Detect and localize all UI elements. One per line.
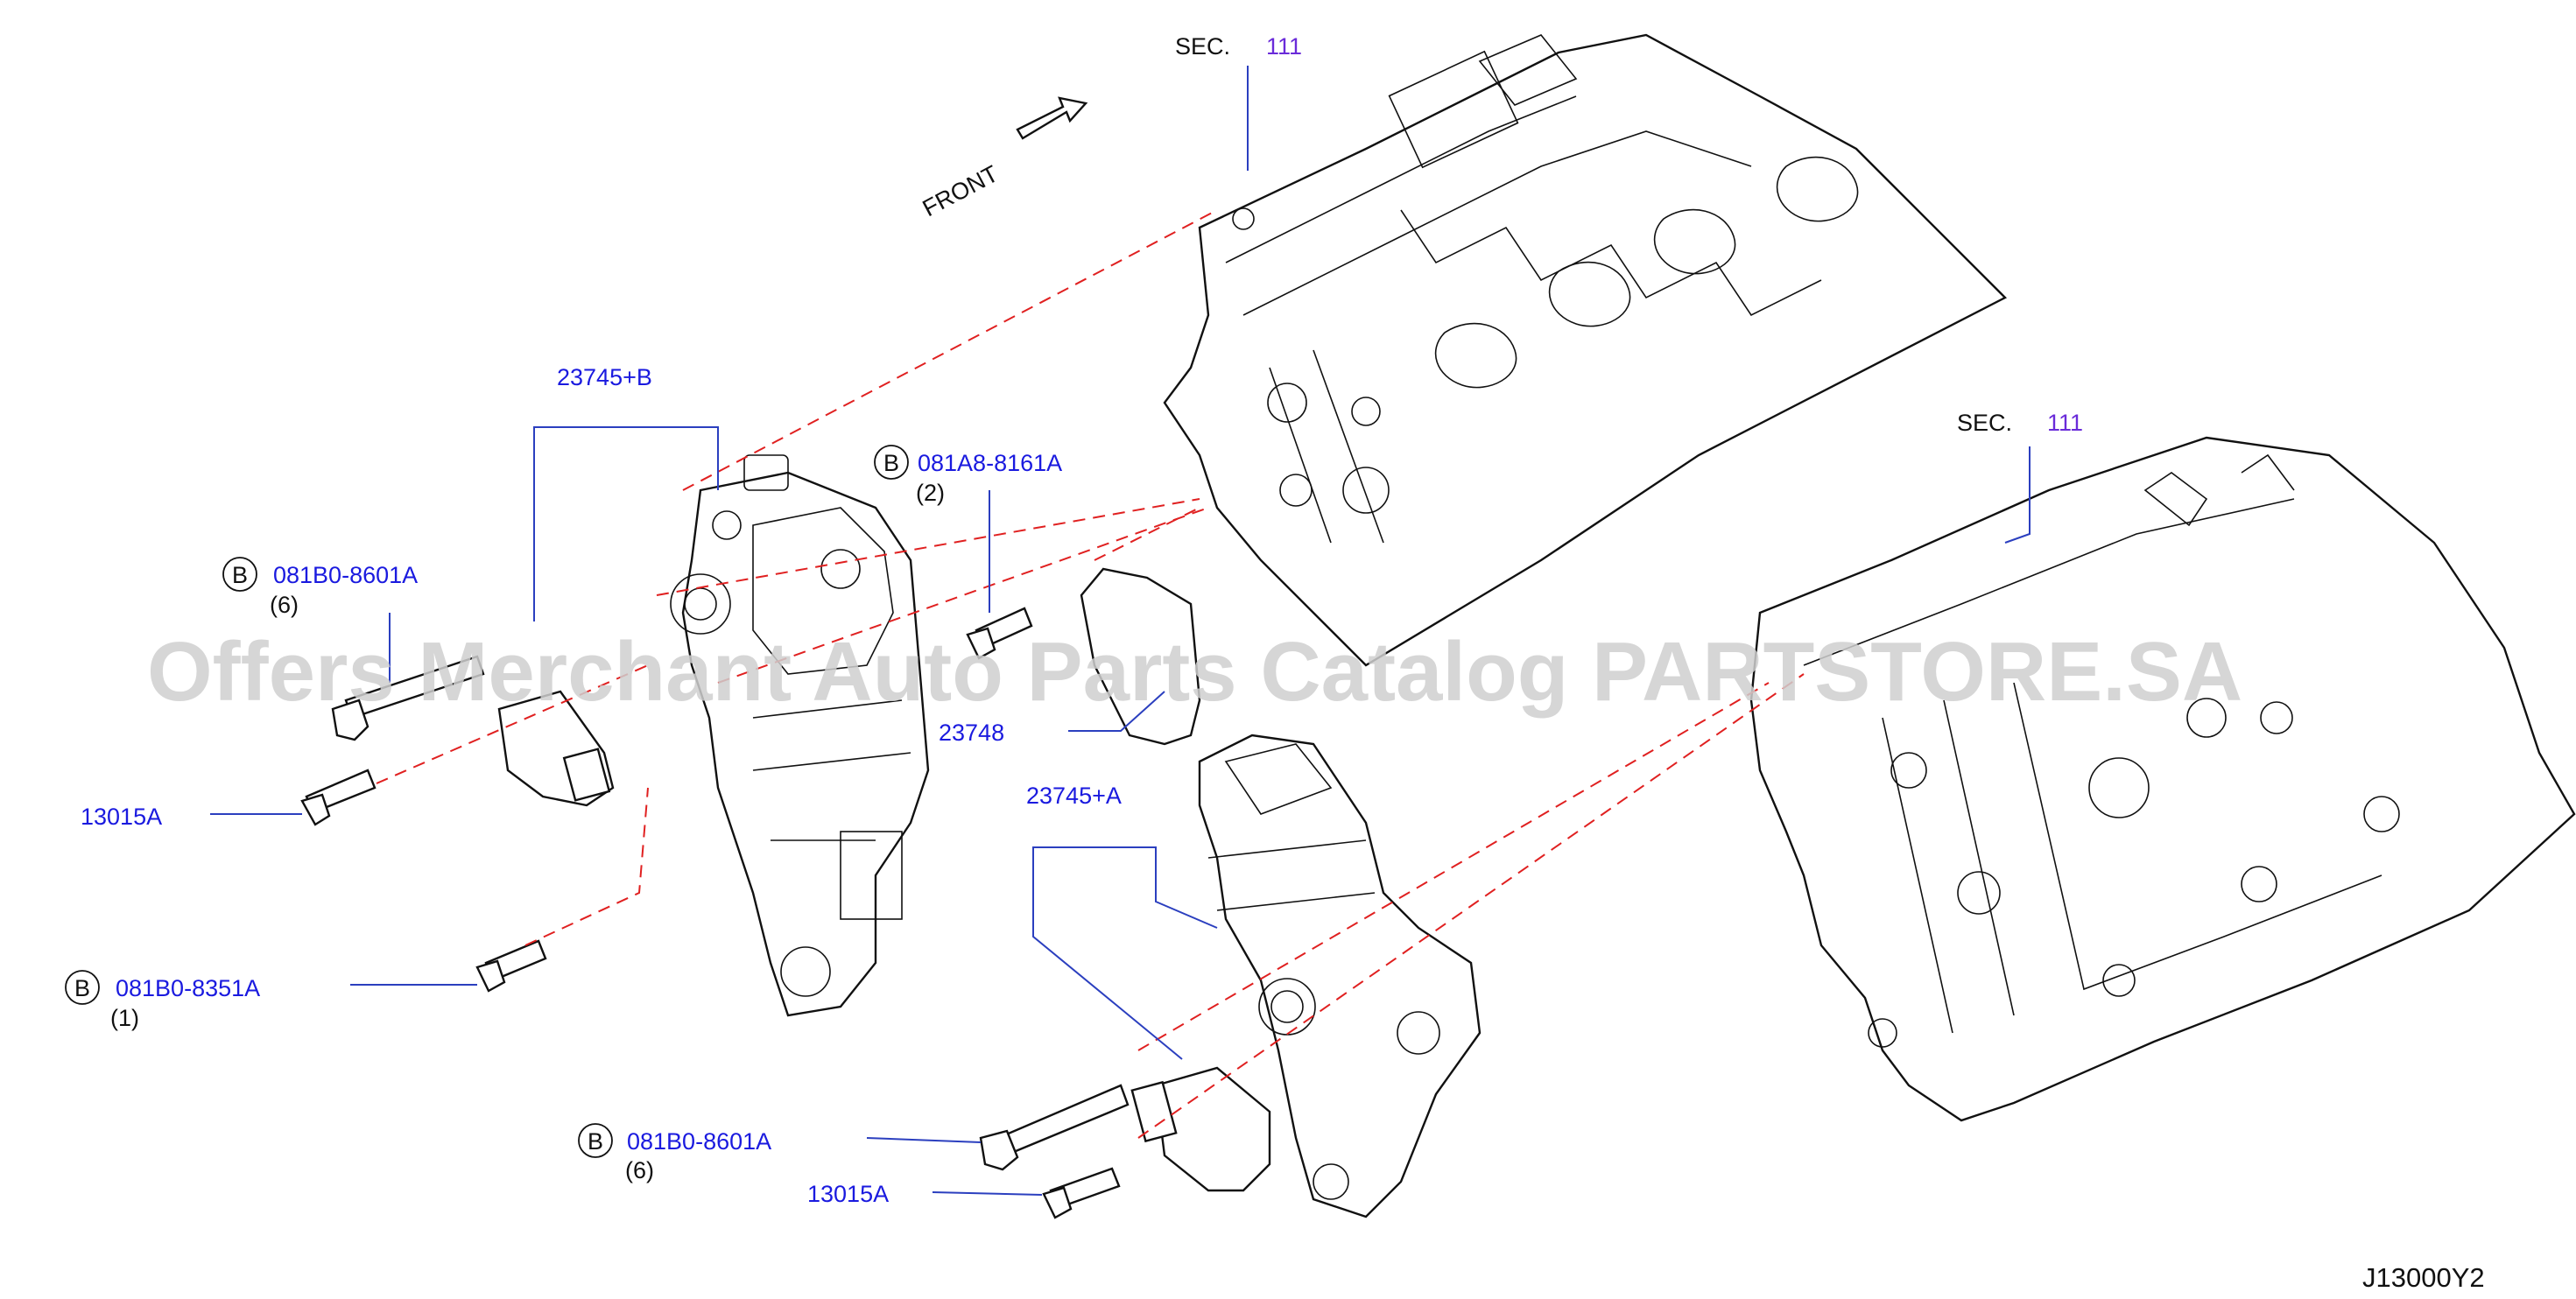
bolt-short-lower (1042, 1167, 1121, 1219)
badge-b: B (588, 1128, 603, 1155)
callout-23745-a[interactable]: 23745+A (1026, 783, 1122, 809)
sensor-lower (1130, 1066, 1271, 1192)
section-ref-lower[interactable]: SEC. 111 (1957, 410, 2083, 436)
callout-13015a-upper[interactable]: 13015A (81, 804, 162, 830)
bolt-short-upper (300, 769, 377, 826)
cylinder-head-lower (1749, 436, 2576, 1122)
leader-lines (210, 66, 2031, 1196)
front-label: FRONT (918, 160, 1003, 221)
callout-13015a-lower[interactable]: 13015A (807, 1181, 889, 1207)
svg-text:SEC.: SEC. (1957, 410, 2012, 436)
callout-23745-b[interactable]: 23745+B (557, 364, 652, 390)
front-arrow-icon (1016, 96, 1088, 140)
callout-081b0-8601a-lower[interactable]: B 081B0-8601A (6) (578, 1123, 771, 1183)
solenoid-assembly-lower (1198, 734, 1482, 1218)
gasket (1080, 567, 1201, 746)
badge-b: B (232, 562, 248, 588)
bolt-upper-middle (966, 607, 1033, 660)
bolt-lower-left (475, 939, 547, 993)
svg-text:(6): (6) (270, 592, 299, 618)
solenoid-assembly-upper (670, 454, 930, 1017)
callout-081a8-8161a[interactable]: B 081A8-8161A (2) (874, 445, 1062, 506)
diagram-code: J13000Y2 (2362, 1262, 2485, 1293)
badge-b: B (74, 975, 90, 1001)
badge-b: B (883, 450, 899, 476)
svg-text:(1): (1) (110, 1005, 139, 1031)
bolt-long-lower (979, 1084, 1130, 1171)
callout-081b0-8601a-upper[interactable]: B 081B0-8601A (6) (222, 557, 418, 618)
callout-23748[interactable]: 23748 (939, 720, 1004, 746)
svg-text:SEC.: SEC. (1175, 33, 1230, 60)
watermark: Offers Merchant Auto Parts Catalog PARTS… (147, 625, 2242, 719)
svg-text:111: 111 (2047, 410, 2083, 436)
svg-text:081A8-8161A: 081A8-8161A (918, 450, 1062, 476)
bolt-long-upper (331, 655, 485, 741)
svg-text:111: 111 (1266, 33, 1302, 60)
callout-081b0-8351a[interactable]: B 081B0-8351A (1) (65, 970, 260, 1031)
svg-text:(2): (2) (916, 480, 945, 506)
section-ref-upper[interactable]: SEC. 111 (1175, 33, 1302, 60)
alignment-guides (376, 209, 1805, 1139)
sensor-upper (497, 690, 615, 807)
svg-text:081B0-8351A: 081B0-8351A (116, 975, 260, 1001)
svg-text:(6): (6) (625, 1157, 654, 1183)
svg-text:081B0-8601A: 081B0-8601A (627, 1128, 771, 1155)
svg-text:081B0-8601A: 081B0-8601A (273, 562, 418, 588)
cylinder-head-upper (1163, 33, 2008, 667)
